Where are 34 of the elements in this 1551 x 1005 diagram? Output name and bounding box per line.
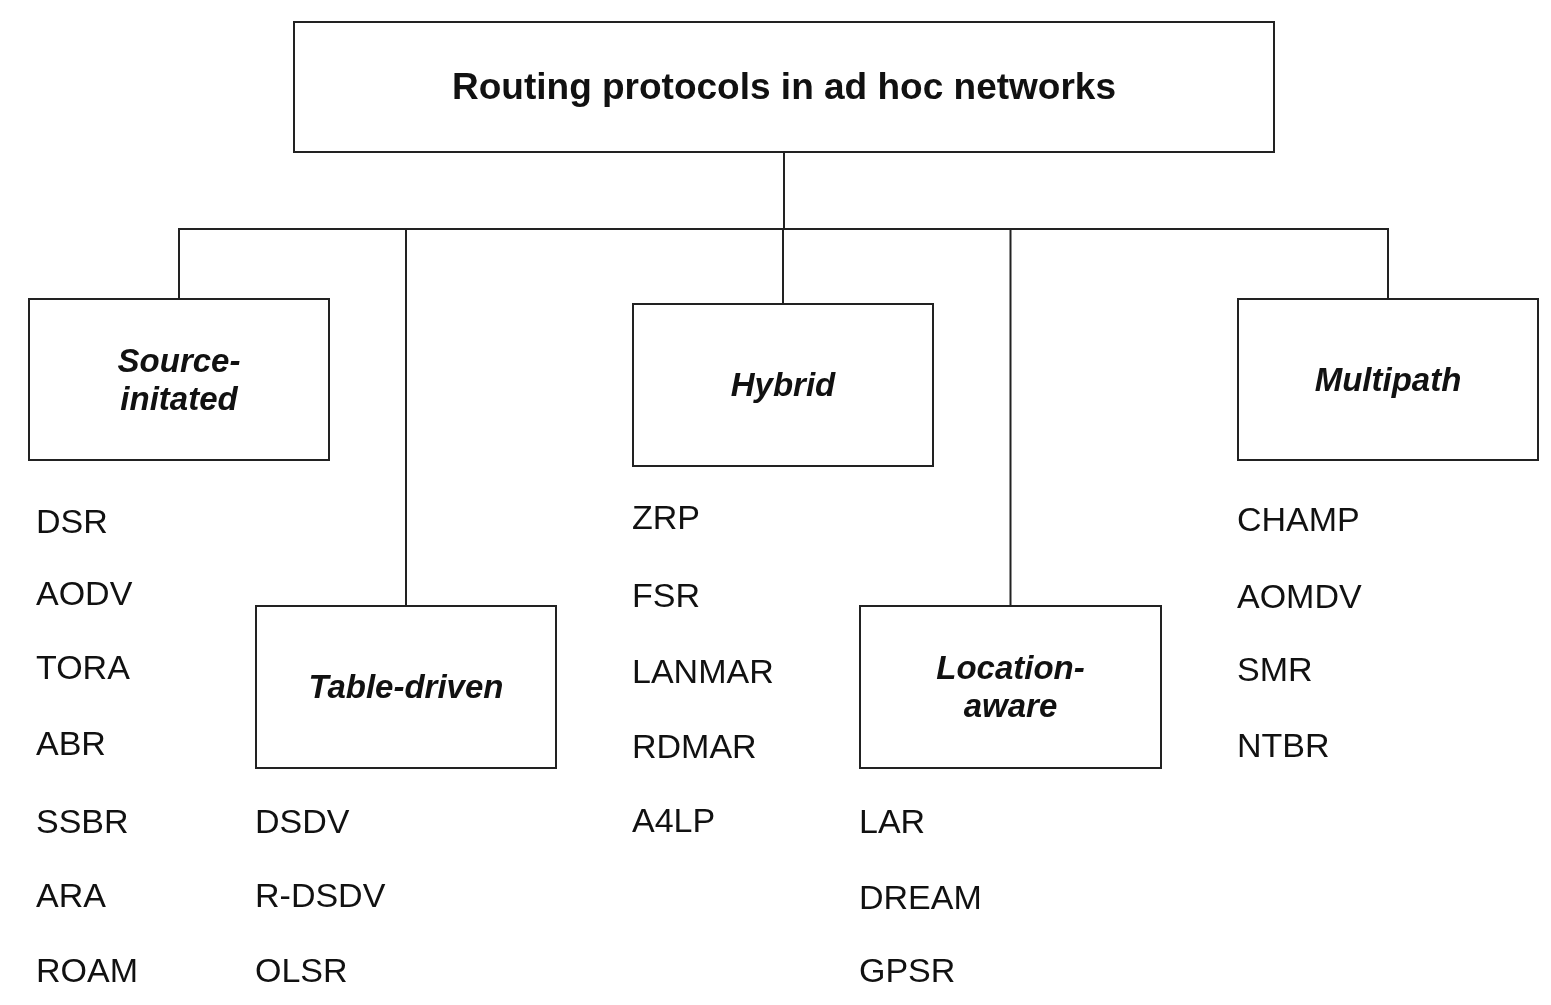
protocol-name: RDMAR: [632, 726, 757, 766]
root-box: [293, 21, 1275, 153]
protocol-name: TORA: [36, 647, 130, 687]
protocol-name: SSBR: [36, 801, 129, 841]
protocol-name: ABR: [36, 723, 106, 763]
protocol-name: LANMAR: [632, 651, 774, 691]
category-label: Hybrid: [730, 366, 836, 404]
category-box: [632, 303, 934, 467]
protocol-name: GPSR: [859, 950, 956, 990]
protocol-name: NTBR: [1237, 725, 1330, 765]
protocol-name: DSDV: [255, 801, 350, 841]
protocol-name: AOMDV: [1237, 576, 1362, 616]
category-box: [28, 298, 330, 461]
category-label: Source-initated: [116, 341, 242, 418]
category-label: Location-aware: [935, 649, 1086, 725]
root-label: Routing protocols in ad hoc networks: [452, 66, 1116, 108]
protocol-name: CHAMP: [1237, 499, 1360, 539]
protocol-name: SMR: [1237, 649, 1313, 689]
category-box: [859, 605, 1162, 769]
category-label: Multipath: [1314, 360, 1462, 399]
protocol-name: ARA: [36, 875, 106, 915]
category-label: Table-driven: [308, 668, 504, 706]
protocol-name: AODV: [36, 573, 133, 613]
protocol-name: LAR: [859, 801, 926, 841]
category-box: [255, 605, 557, 769]
protocol-name: ROAM: [36, 950, 138, 990]
protocol-name: ZRP: [632, 497, 700, 537]
protocol-name: FSR: [632, 575, 700, 615]
protocol-name: DREAM: [859, 877, 982, 917]
protocol-name: DSR: [36, 501, 108, 541]
protocol-name: A4LP: [632, 800, 716, 840]
protocol-name: R-DSDV: [255, 875, 386, 915]
category-box: [1237, 298, 1539, 461]
protocol-name: OLSR: [255, 950, 348, 990]
